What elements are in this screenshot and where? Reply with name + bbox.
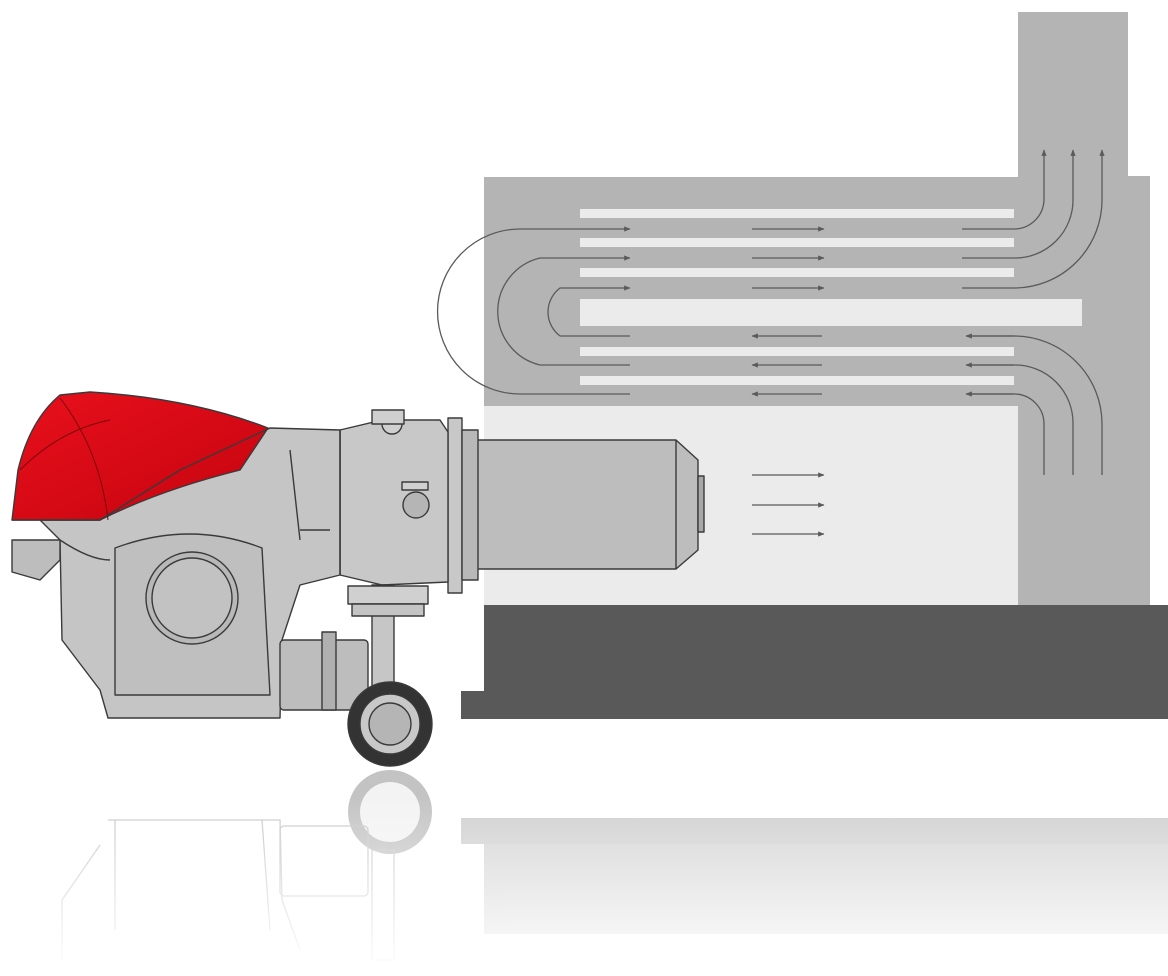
- mounting-flange: [447, 417, 463, 594]
- burner-cover: [11, 391, 269, 521]
- flue-tube: [580, 268, 1014, 277]
- reflection-fade: [0, 795, 1168, 976]
- industrial-burner-icon: [11, 391, 705, 767]
- flue-tube: [580, 209, 1014, 218]
- flue-tube: [580, 376, 1014, 385]
- base-foot: [461, 691, 1168, 719]
- boiler-base: [484, 605, 1168, 691]
- blast-tube: [475, 439, 699, 570]
- flue-gas-flow-arrows-icon: [436, 149, 1105, 537]
- flue-tube: [580, 347, 1014, 356]
- flue-tubes: [580, 209, 1014, 385]
- burner-head: [339, 419, 449, 586]
- flue-tube: [580, 238, 1014, 247]
- furnace-tube-slot: [580, 299, 1082, 326]
